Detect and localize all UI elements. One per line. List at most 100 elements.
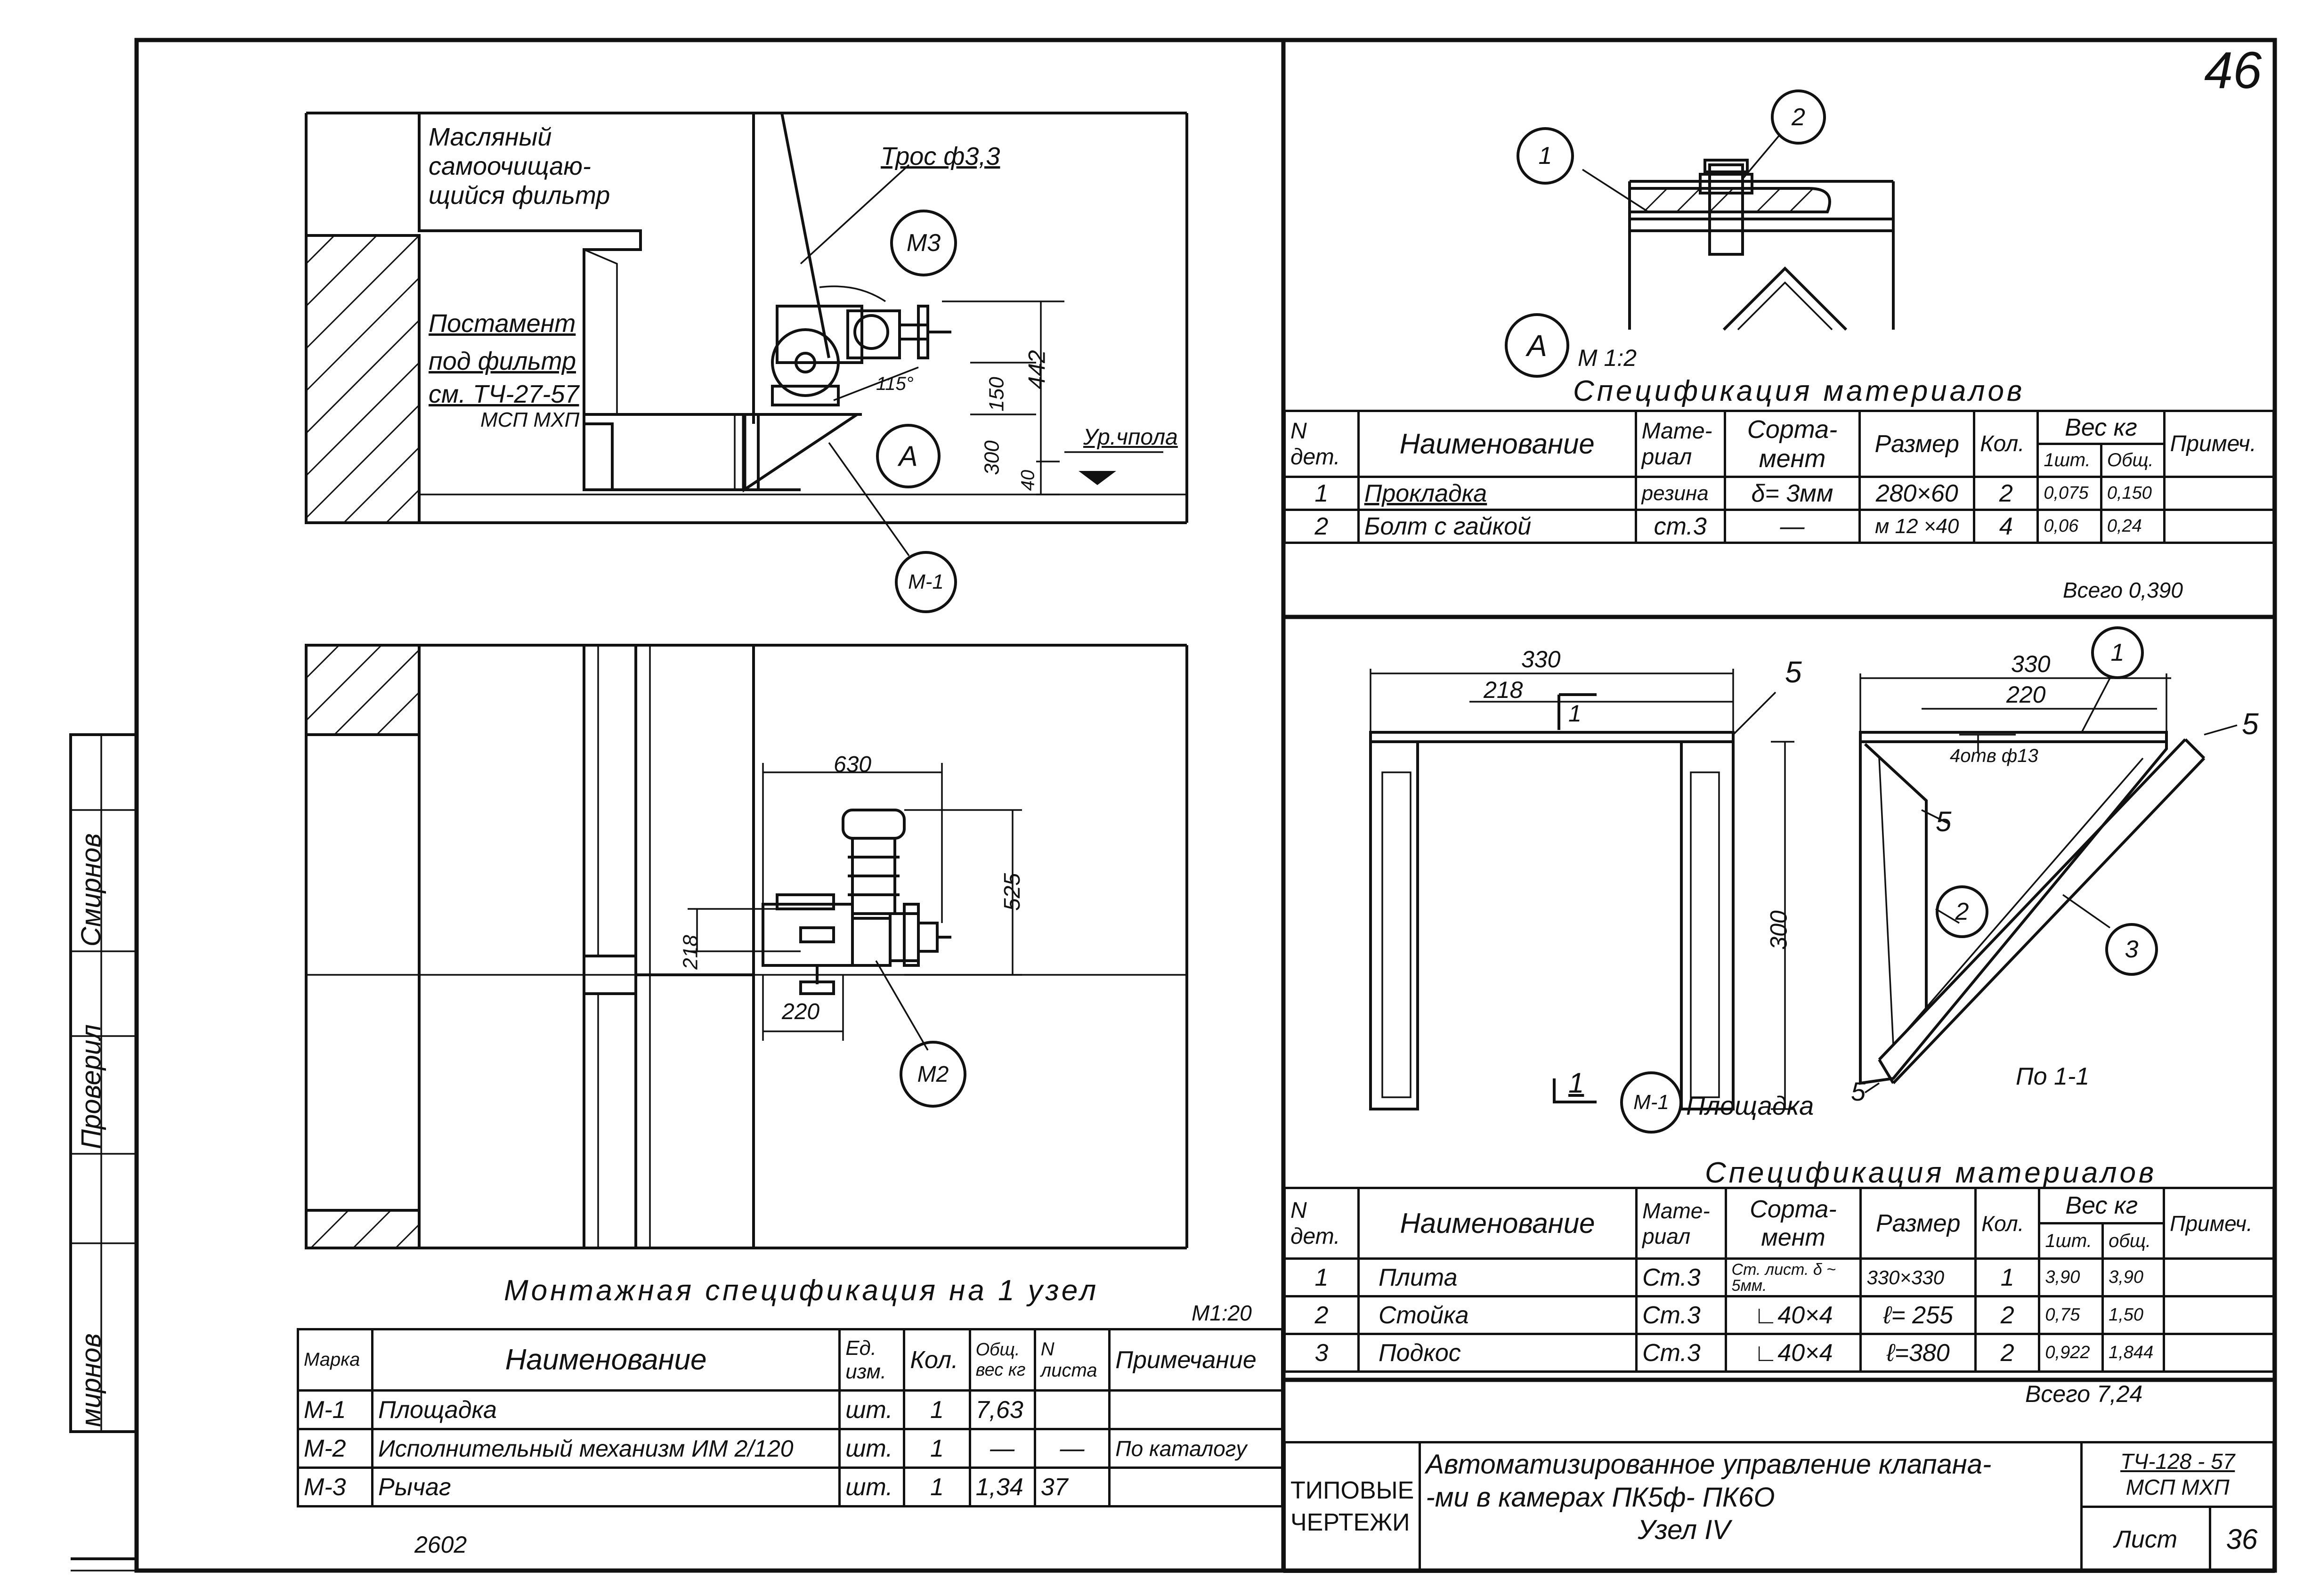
table-row: М-3 Рычаг шт. 1 1,34 37 [296, 1466, 1283, 1507]
dim-150: 150 [985, 377, 1008, 412]
sa-h-mat: Мате- риал [1634, 410, 1726, 478]
cell: 1,844 [2101, 1333, 2166, 1373]
sa-h-no: N дет. [1283, 410, 1360, 478]
pedestal-label-4: МСП МХП [480, 408, 580, 431]
cell: Болт с гайкой [1357, 509, 1637, 544]
cell: М-1 [296, 1389, 374, 1430]
detail-a-bubble-2: 2 [1771, 89, 1826, 145]
cell: 2 [1974, 1295, 2041, 1335]
cell: 2 [1283, 1295, 1360, 1335]
cell: М-2 [296, 1428, 374, 1469]
cell: 1,34 [968, 1466, 1036, 1507]
dim-angle-115: 115° [876, 373, 914, 394]
bubble-m3: М3 [890, 210, 957, 276]
cell: ∟40×4 [1724, 1295, 1862, 1335]
cell: Подкос [1357, 1333, 1638, 1373]
spec-b-table: N дет. Наименование Мате- риал Сорта- ме… [1283, 1187, 2275, 1373]
front-label-5: 5 [1785, 655, 1802, 689]
platform-caption-5: 5 [1851, 1077, 1866, 1106]
side-bubble-3: 3 [2105, 923, 2158, 976]
sb-h-w1: 1шт. [2038, 1222, 2104, 1260]
table-row: М-1 Площадка шт. 1 7,63 [296, 1389, 1283, 1430]
cell: Рычаг [371, 1466, 841, 1507]
pedestal-label-2: под фильтр [429, 347, 576, 375]
mh-unit: Ед. изм. [838, 1328, 906, 1392]
title-code: ТЧ-128 - 57 МСП МХП [2080, 1441, 2275, 1508]
cell: шт. [838, 1389, 906, 1430]
cell: δ= 3мм [1723, 476, 1861, 511]
side-holes: 4отв ф13 [1950, 745, 2038, 766]
title-line-3: Узел IV [1638, 1515, 1731, 1546]
floor-level-label: Ур.чпола [1083, 425, 1178, 450]
cell: шт. [838, 1428, 906, 1469]
cell: 1 [903, 1389, 971, 1430]
dim-525: 525 [1000, 873, 1025, 911]
sb-h-mat: Мате- риал [1635, 1187, 1727, 1260]
cell [1108, 1389, 1283, 1430]
sb-h-w2: общ. [2101, 1222, 2166, 1260]
sa-h-weight: Вес кг [2036, 410, 2166, 445]
mh-weight: Общ. вес кг [968, 1328, 1036, 1392]
dim-442: 442 [1023, 350, 1050, 389]
montage-spec-table: Марка Наименование Ед. изм. Кол. Общ. ве… [296, 1328, 1283, 1507]
title-main: Автоматизированное управление клапана- -… [1419, 1441, 2083, 1573]
platform-front-view [1369, 669, 1794, 1110]
cell [2163, 1295, 2275, 1335]
sa-h-w2: Общ. [2100, 443, 2166, 478]
sa-h-qty: Кол. [1973, 410, 2039, 478]
sa-h-size: Размер [1858, 410, 1976, 478]
cell: — [1033, 1428, 1111, 1469]
cell: 2 [1283, 509, 1360, 544]
left-stamp-lines [69, 733, 138, 1433]
series-line-2: ЧЕРТЕЖИ [1290, 1509, 1410, 1536]
cell [2163, 476, 2275, 511]
cell: Ст. лист. δ ~ 5мм. [1724, 1257, 1862, 1297]
front-dim-218: 218 [1484, 677, 1523, 703]
cell: По каталогу [1108, 1428, 1283, 1469]
cell: шт. [838, 1466, 906, 1507]
front-cut-1: 1 [1568, 700, 1582, 727]
cut-mark-1: 1 [1568, 1067, 1584, 1099]
code-line-2: МСП МХП [2125, 1475, 2230, 1499]
cell: 1 [1974, 1257, 2041, 1297]
detail-a-bubble: А [1505, 313, 1569, 378]
sb-h-note: Примеч. [2163, 1187, 2275, 1260]
mh-note: Примечание [1108, 1328, 1283, 1392]
code-line-1: ТЧ-128 - 57 [2120, 1449, 2235, 1474]
spec-b-title: Спецификация материалов [1705, 1157, 2157, 1189]
stamp-name-1: Смирнов [76, 833, 106, 947]
sb-h-size: Размер [1859, 1187, 1977, 1260]
dim-300: 300 [980, 440, 1004, 475]
side-bubble-2: 2 [1936, 885, 1988, 938]
sb-h-qty: Кол. [1974, 1187, 2041, 1260]
cell: 2 [1973, 476, 2039, 511]
cell [1033, 1389, 1111, 1430]
cell: 0,06 [2036, 509, 2102, 544]
lower-left-view [305, 644, 1188, 1249]
pedestal-label-1: Постамент [429, 309, 576, 338]
bubble-a: А [876, 424, 941, 488]
cell: 0,150 [2100, 476, 2166, 511]
cell: 0,922 [2038, 1333, 2104, 1373]
cell [2163, 509, 2275, 544]
mh-mark: Марка [296, 1328, 374, 1392]
sb-h-weight: Вес кг [2038, 1187, 2166, 1224]
detail-a-bubble-1: 1 [1517, 127, 1574, 185]
stamp-name-2: мирнов [76, 1333, 106, 1427]
table-row: 1 Плита Ст.3 Ст. лист. δ ~ 5мм. 330×330 … [1283, 1257, 2275, 1297]
cell: 0,75 [2038, 1295, 2104, 1335]
cell: 0,075 [2036, 476, 2102, 511]
cell [2163, 1257, 2275, 1297]
front-dim-330: 330 [1521, 646, 1561, 672]
mh-qty: Кол. [903, 1328, 971, 1392]
sa-h-note: Примеч. [2163, 410, 2275, 478]
cell: ст.3 [1634, 509, 1726, 544]
dim-40: 40 [1017, 470, 1038, 491]
section-label: По 1-1 [2016, 1063, 2090, 1090]
spec-a-table: N дет. Наименование Мате- риал Сорта- ме… [1283, 410, 2275, 544]
footer-number: 2602 [414, 1531, 467, 1558]
bubble-m2: М2 [900, 1041, 966, 1108]
sa-h-name: Наименование [1357, 410, 1637, 478]
cell: 1 [1283, 476, 1360, 511]
corner-sheet-number: 46 [2204, 41, 2262, 99]
